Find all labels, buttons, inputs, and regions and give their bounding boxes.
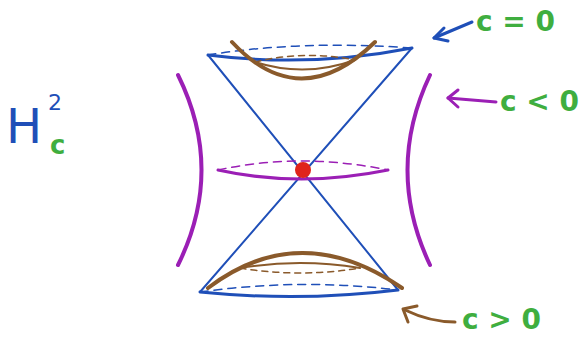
curvature-label: c < 0 [500, 88, 579, 116]
space-symbol: H [6, 102, 42, 150]
light-cone [200, 45, 412, 296]
curvature-label: c = 0 [476, 8, 555, 36]
origin-dot [295, 162, 311, 178]
two-sheet-hyperboloid [208, 42, 402, 288]
one-sheet-hyperboloid [178, 75, 430, 265]
curvature-label: c > 0 [462, 306, 541, 334]
dimension-superscript: 2 [48, 92, 62, 114]
leader-arrows [403, 22, 496, 322]
curvature-subscript: c [50, 132, 65, 158]
